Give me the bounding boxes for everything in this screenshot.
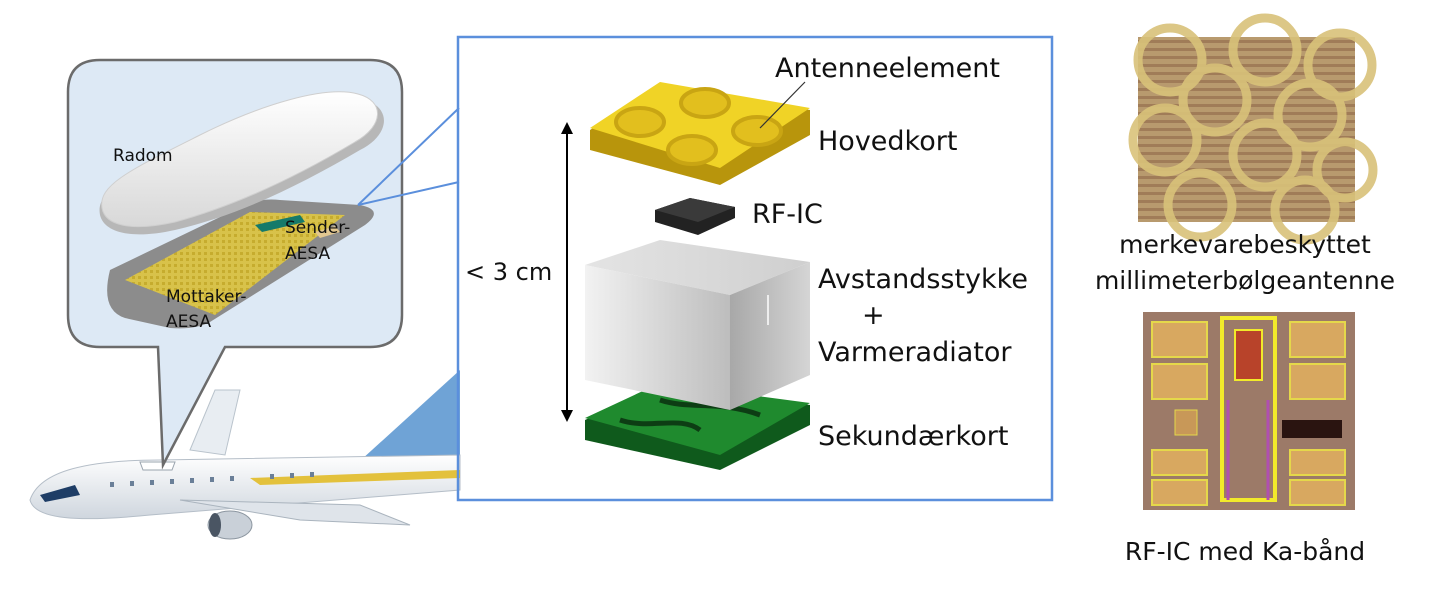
rf-ic-chip [655, 198, 735, 235]
rf-ic-die-photo [1143, 312, 1355, 510]
height-arrow: < 3 cm [465, 122, 573, 422]
antenna-caption-line1: merkevarebeskyttet [1119, 230, 1371, 259]
spacer-label: Avstandsstykke [818, 264, 1028, 295]
heatsink-label: Varmeradiator [818, 337, 1012, 368]
rf-ic-label: RF-IC [752, 199, 823, 230]
plus-label: + [862, 300, 885, 331]
antenna-caption-line2: millimeterbølgeantenne [1095, 266, 1395, 295]
spacer-heatsink-block [585, 240, 810, 410]
transmitter-aesa-label-1: Sender- [285, 218, 350, 238]
antenna-photo [1128, 13, 1378, 245]
rf-ic-caption: RF-IC med Ka-bånd [1125, 537, 1365, 566]
transmitter-aesa-label-2: AESA [285, 244, 330, 264]
receiver-aesa-label-1: Mottaker- [166, 287, 247, 307]
radome-label: Radom [113, 146, 173, 166]
zoom-connector [357, 35, 1054, 502]
height-label: < 3 cm [465, 258, 552, 286]
secondary-board-label: Sekundærkort [818, 421, 1008, 452]
receiver-aesa-label-2: AESA [166, 312, 211, 332]
secondary-board [585, 383, 810, 470]
airplane-illustration [29, 370, 461, 540]
main-board [590, 81, 810, 185]
detail-frame [456, 35, 1054, 502]
radome-callout: Radom Sender- AESA Mottaker- AESA [66, 58, 404, 470]
antenna-element-label: Antenneelement [775, 53, 1000, 84]
main-board-label: Hovedkort [818, 126, 957, 157]
